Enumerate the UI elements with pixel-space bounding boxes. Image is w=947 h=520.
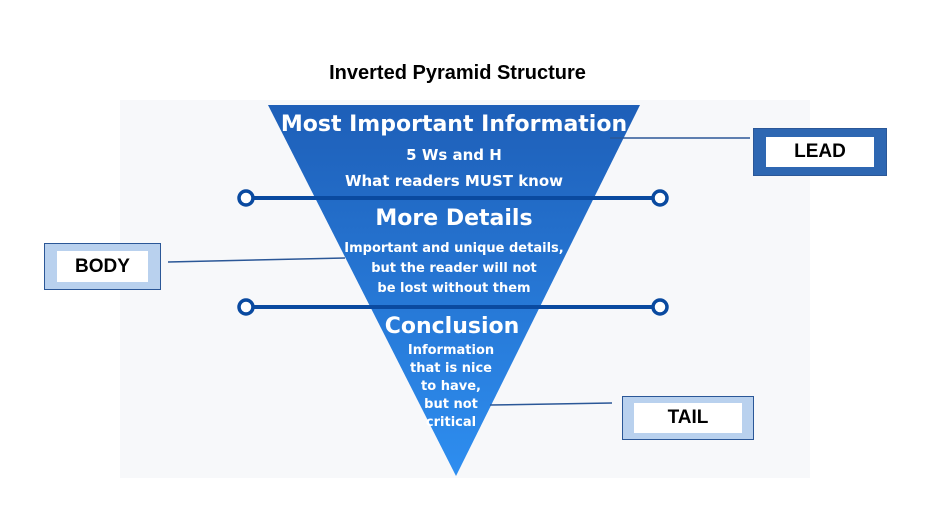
tail-label: TAIL [634,403,742,433]
body-connector [167,257,346,263]
tail-line-5: critical [426,415,476,430]
body-line-3: be lost without them [377,281,530,296]
lead-heading: Most Important Information [281,112,627,137]
tail-label-box: TAIL [622,396,754,440]
lead-line-2: What readers MUST know [345,172,563,190]
tail-line-3: to have, [421,379,481,394]
tail-heading: Conclusion [385,314,520,339]
lead-line-1: 5 Ws and H [406,146,502,164]
body-label-box: BODY [44,243,161,290]
tail-line-4: but not [424,397,478,412]
lead-label-box: LEAD [753,128,887,176]
lead-label: LEAD [766,137,874,167]
diagram-title: Inverted Pyramid Structure [329,62,586,84]
divider-bottom [237,298,669,316]
body-heading: More Details [375,206,532,231]
body-label: BODY [57,251,148,282]
body-line-1: Important and unique details, [344,241,563,256]
divider-top [237,189,669,207]
tail-connector [489,402,613,406]
tail-line-2: that is nice [410,361,492,376]
tail-line-1: Information [408,343,494,358]
body-line-2: but the reader will not [371,261,536,276]
